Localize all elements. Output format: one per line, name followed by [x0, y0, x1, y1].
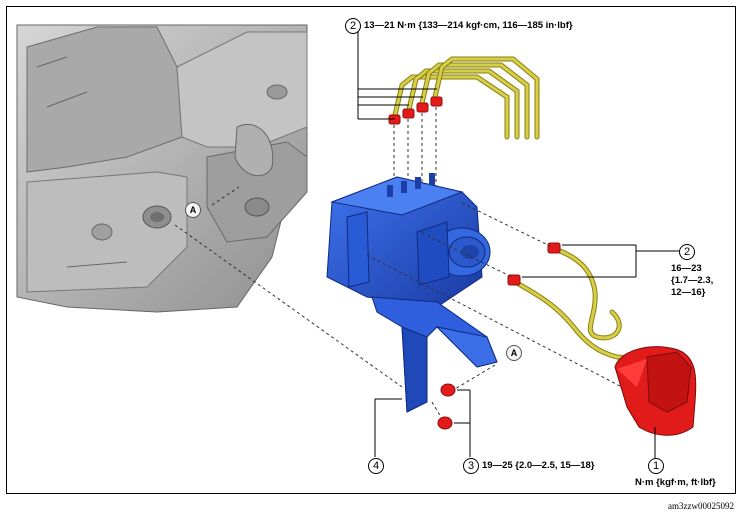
brake-pipes-upper	[392, 56, 540, 140]
callout-2-right: 2	[679, 244, 695, 260]
mounting-bolts	[437, 383, 456, 430]
torque-label-bottom: 19—25 {2.0—2.5, 15—18}	[482, 460, 595, 471]
callout-leaders	[374, 244, 679, 459]
flare-nuts-right	[507, 242, 561, 286]
figure-code: am3zzw00025092	[668, 501, 734, 511]
callout-a-right: A	[506, 345, 522, 361]
callout-1: 1	[648, 458, 664, 474]
torque-leader-top	[357, 29, 437, 120]
flare-nuts-upper	[388, 96, 443, 125]
brake-pipe-right	[512, 246, 650, 362]
units-label: N·m {kgf·m, ft·lbf}	[635, 477, 716, 488]
torque-label-right-line1: 16—23	[671, 263, 702, 274]
torque-label-top: 13—21 N·m {133—214 kgf·cm, 116—185 in·lb…	[364, 20, 573, 31]
torque-label-right-line2: {1.7—2.3,	[671, 275, 714, 286]
callout-a-left: A	[185, 202, 201, 218]
alignment-lines-main	[174, 186, 623, 418]
callout-3: 3	[463, 458, 479, 474]
vehicle-body-panel	[16, 24, 308, 313]
callout-4: 4	[368, 458, 384, 474]
callout-2-top: 2	[345, 18, 361, 34]
part-1-component	[614, 346, 697, 436]
exploded-view-illustration	[16, 24, 697, 459]
abs-hydraulic-unit	[326, 173, 491, 308]
torque-label-right-line3: 12—16}	[671, 287, 706, 298]
abs-mounting-bracket	[371, 296, 498, 413]
diagram-frame: 2 2 1 3 4 A A 13—21 N·m {133—214 kgf·cm,…	[6, 6, 736, 494]
